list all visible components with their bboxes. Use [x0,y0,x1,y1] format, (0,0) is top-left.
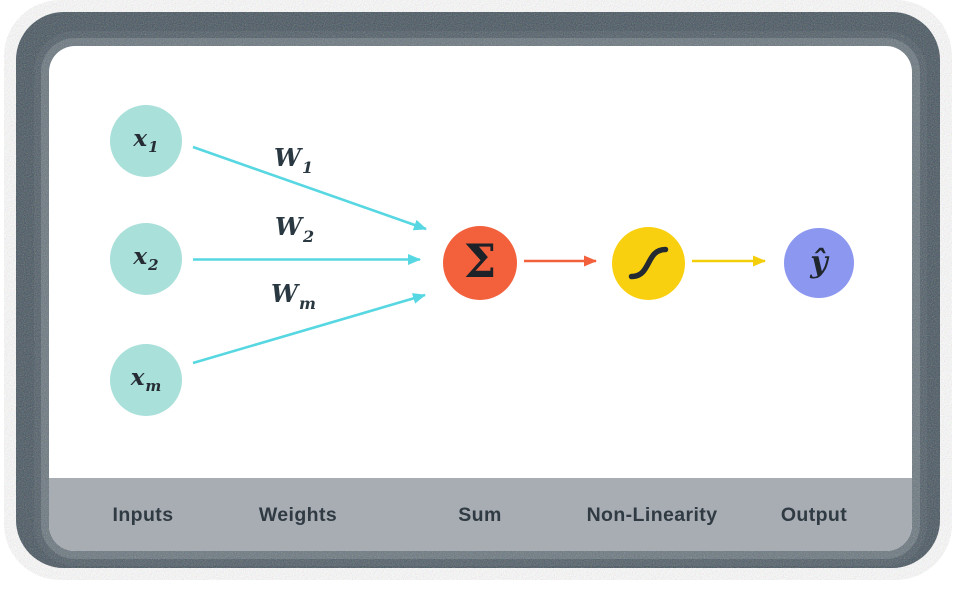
footer-label-sum: Sum [458,504,502,526]
output-node: ŷ [784,228,854,298]
footer-stage-bar [49,478,912,551]
input-node-x1: x1 [110,105,182,177]
input-label-x1: x1 [133,125,159,156]
footer-label-inputs: Inputs [112,504,174,526]
weight-label-w2: W2 [275,212,315,246]
sigma-icon: Σ [463,234,497,288]
footer-label-output: Output [780,504,848,526]
input-label-x2: x2 [133,243,159,274]
input-label-xm: xm [130,364,162,395]
weight-label-wm: Wm [271,279,316,313]
footer-label-weights: Weights [258,504,338,526]
footer-label-nonlinearity: Non-Linearity [586,504,718,526]
sigmoid-curve-icon [628,246,669,280]
yhat-label: ŷ [810,245,828,280]
input-node-xm: xm [110,344,182,416]
nonlinearity-node [612,227,685,300]
input-node-x2: x2 [110,223,182,295]
sum-node: Σ [443,226,517,300]
weight-label-w1: W1 [274,143,314,177]
